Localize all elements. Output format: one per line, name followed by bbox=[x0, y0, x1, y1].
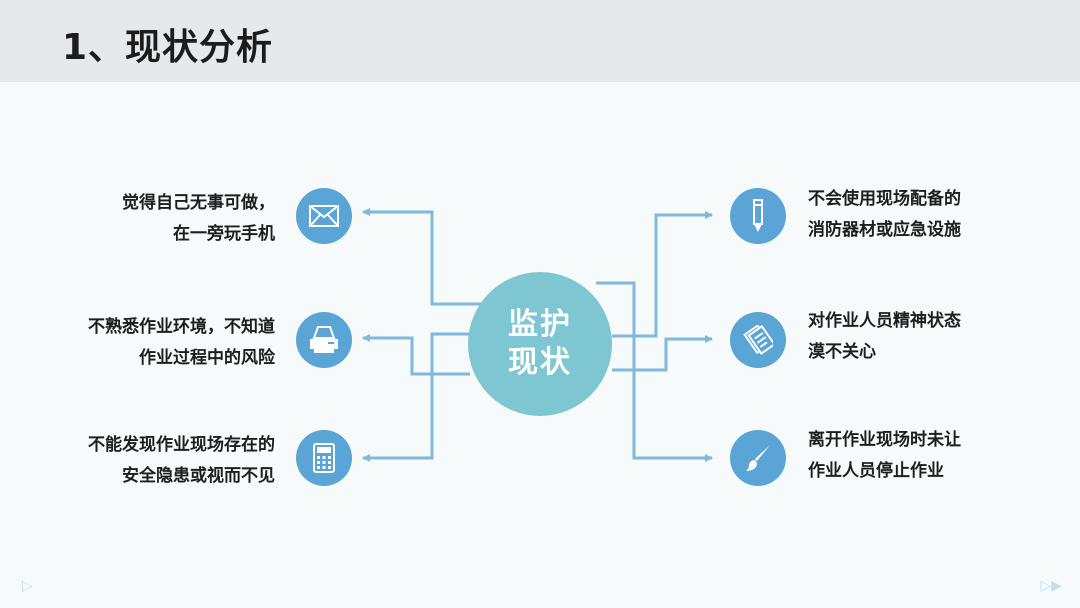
page-title: 1、现状分析 bbox=[62, 27, 274, 68]
center-title-line2: 现状 bbox=[508, 345, 572, 380]
left-item-2-line-1: 不熟悉作业环境，不知道 bbox=[88, 317, 275, 337]
right-item-1-label: 不会使用现场配备的 消防器材或应急设施 bbox=[808, 184, 961, 246]
header-bar bbox=[0, 0, 1080, 82]
left-item-1-label: 觉得自己无事可做， 在一旁玩手机 bbox=[122, 188, 275, 250]
connector-left-3 bbox=[362, 332, 478, 462]
corner-arrow-left-icon: ▷ bbox=[22, 578, 33, 594]
right-item-3-line-1: 离开作业现场时未让 bbox=[808, 430, 961, 450]
documents-icon bbox=[730, 312, 786, 368]
right-item-1-line-1: 不会使用现场配备的 bbox=[808, 189, 961, 209]
left-item-3-label: 不能发现作业现场存在的 安全隐患或视而不见 bbox=[88, 430, 275, 492]
calculator-icon bbox=[296, 430, 352, 486]
right-item-3-line-2: 作业人员停止作业 bbox=[808, 461, 944, 481]
right-item-1-line-2: 消防器材或应急设施 bbox=[808, 220, 961, 240]
right-item-2-line-2: 漠不关心 bbox=[808, 342, 876, 362]
envelope-icon bbox=[296, 188, 352, 244]
right-item-3-label: 离开作业现场时未让 作业人员停止作业 bbox=[808, 425, 961, 487]
left-item-2-label: 不熟悉作业环境，不知道 作业过程中的风险 bbox=[88, 312, 275, 374]
right-item-2-line-1: 对作业人员精神状态 bbox=[808, 311, 961, 331]
printer-icon bbox=[296, 312, 352, 368]
left-item-1-line-2: 在一旁玩手机 bbox=[173, 224, 275, 244]
connector-left-1 bbox=[362, 208, 486, 306]
center-title-line1: 监护 bbox=[508, 307, 572, 342]
right-item-2-label: 对作业人员精神状态 漠不关心 bbox=[808, 306, 961, 368]
brush-icon bbox=[730, 430, 786, 486]
corner-arrow-right-icon: ▷▶ bbox=[1040, 578, 1062, 594]
left-item-2-line-2: 作业过程中的风险 bbox=[139, 348, 275, 368]
left-item-3-line-2: 安全隐患或视而不见 bbox=[122, 466, 275, 486]
connector-right-2 bbox=[612, 335, 713, 372]
left-item-1-line-1: 觉得自己无事可做， bbox=[122, 193, 275, 213]
connector-right-1 bbox=[612, 211, 713, 338]
center-circle: 监护 现状 bbox=[468, 272, 612, 416]
connector-right-3 bbox=[596, 281, 713, 462]
pencil-icon bbox=[730, 188, 786, 244]
connector-left-2 bbox=[362, 334, 470, 376]
left-item-3-line-1: 不能发现作业现场存在的 bbox=[88, 435, 275, 455]
